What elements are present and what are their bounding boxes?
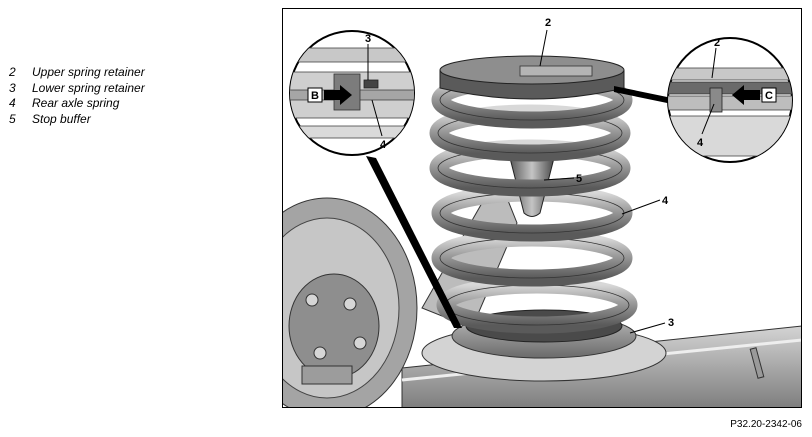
left-callout-3: 3 xyxy=(365,33,371,45)
leader-line-5 xyxy=(543,177,575,181)
legend-text: Rear axle spring xyxy=(32,96,120,110)
arrow-b-icon xyxy=(324,85,352,105)
upper-retainer-tab xyxy=(519,65,593,77)
left-callout-4: 4 xyxy=(380,139,387,151)
mounting-bolt xyxy=(749,347,765,379)
figure-frame xyxy=(282,8,802,408)
arrow-c-icon xyxy=(732,85,760,105)
spring-illustration-svg: 2 5 4 3 3 4 B 2 4 C xyxy=(282,8,802,408)
legend-text: Upper spring retainer xyxy=(32,65,145,79)
label-b-box xyxy=(307,87,323,103)
callout-3: 3 xyxy=(668,317,674,329)
figure-reference-code: P32.20-2342-06 xyxy=(730,419,802,430)
legend-item-stop-buffer: 5 Stop buffer xyxy=(9,112,145,128)
right-leader-2 xyxy=(711,47,717,79)
legend-text: Stop buffer xyxy=(32,111,91,126)
leader-line-2 xyxy=(539,29,548,67)
leader-line-3 xyxy=(629,322,666,334)
spring-illustration: 2 5 4 3 3 4 B 2 4 C xyxy=(282,8,802,408)
legend-item-lower-spring-retainer: 3 Lower spring retainer xyxy=(9,81,145,97)
left-callout-b: B xyxy=(311,90,319,102)
legend-number: 5 xyxy=(9,111,16,126)
callout-4: 4 xyxy=(662,195,669,207)
left-leader-4 xyxy=(371,99,383,137)
legend: 2 Upper spring retainer 3 Lower spring r… xyxy=(9,65,145,127)
legend-number: 4 xyxy=(9,96,16,110)
legend-item-upper-spring-retainer: 2 Upper spring retainer xyxy=(9,65,145,81)
label-c-box xyxy=(761,87,777,103)
callout-5: 5 xyxy=(576,173,582,185)
legend-number: 3 xyxy=(9,80,16,95)
legend-text: Lower spring retainer xyxy=(32,80,145,95)
right-callout-c: C xyxy=(765,90,773,102)
left-detail-pointer xyxy=(366,156,462,328)
wheel-bolt xyxy=(305,293,319,307)
wheel-bolt xyxy=(353,336,367,350)
legend-number: 2 xyxy=(9,65,16,79)
wheel-bolt xyxy=(343,297,357,311)
leader-line-4 xyxy=(621,199,661,215)
wheel-hub xyxy=(288,273,380,379)
lower-retainer-marking xyxy=(363,79,379,89)
wheel-bolt xyxy=(313,346,327,360)
brake-caliper xyxy=(301,365,353,385)
right-callout-4: 4 xyxy=(697,137,704,149)
legend-item-rear-axle-spring: 4 Rear axle spring xyxy=(9,96,145,112)
callout-2: 2 xyxy=(545,17,551,29)
right-leader-4 xyxy=(701,103,715,135)
right-detail-pointer xyxy=(614,86,672,104)
right-callout-2: 2 xyxy=(714,37,720,49)
left-detail-view xyxy=(289,30,415,156)
